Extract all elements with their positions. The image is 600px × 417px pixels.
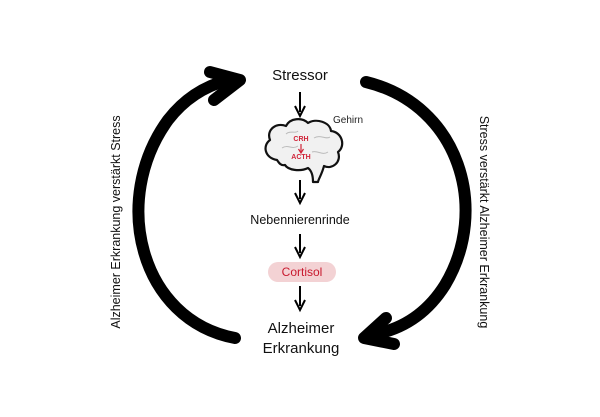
flow-arrow-brain-adrenal	[294, 180, 306, 206]
outcome-line-1: Alzheimer	[267, 320, 335, 337]
brain-label: Gehirn	[333, 115, 364, 126]
acth-label: ACTH	[291, 154, 311, 161]
flow-arrow-stressor-brain	[294, 92, 306, 119]
cortisol-label: Cortisol	[281, 265, 323, 279]
outcome-line-2: Erkrankung	[262, 340, 340, 357]
stressor-label: Stressor	[272, 67, 328, 84]
crh-label: CRH	[293, 136, 309, 143]
right-cycle-label: Stress verstärkt Alzheimer Erkrankung	[477, 115, 491, 328]
flow-arrow-adrenal-cortisol	[294, 234, 306, 260]
right-cycle-arrow	[358, 76, 472, 350]
left-cycle-arrow	[132, 66, 246, 344]
flow-arrow-cortisol-outcome	[294, 286, 306, 313]
left-cycle-label: Alzheimer Erkrankung verstärkt Stress	[109, 114, 123, 329]
cortisol-badge	[268, 262, 336, 282]
brain-icon	[264, 118, 344, 184]
outcome-label: Alzheimer Erkrankung	[263, 319, 340, 359]
adrenal-cortex-label: Nebennierenrinde	[250, 213, 350, 227]
